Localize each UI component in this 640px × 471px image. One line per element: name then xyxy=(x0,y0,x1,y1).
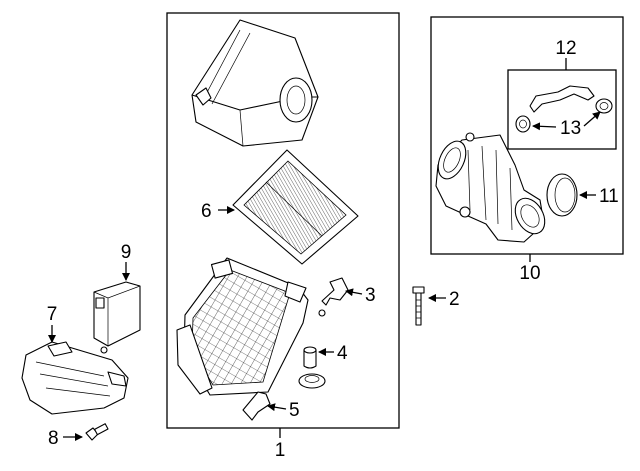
callout-10: 10 xyxy=(519,263,540,284)
callout-3: 3 xyxy=(365,285,376,306)
leader-13b xyxy=(583,111,601,127)
bracket-3 xyxy=(321,277,349,306)
clamps-13 xyxy=(515,98,613,133)
sleeve-4 xyxy=(298,346,326,389)
sensor-9 xyxy=(93,281,141,354)
filter-element xyxy=(232,149,359,265)
callout-5: 5 xyxy=(289,400,300,421)
leader-5 xyxy=(267,403,287,412)
callout-11: 11 xyxy=(599,186,619,207)
resonator-7 xyxy=(21,341,129,415)
assembly-1-frame xyxy=(166,12,400,429)
leader-13a xyxy=(532,122,557,131)
bolt-2 xyxy=(412,286,425,326)
callout-9: 9 xyxy=(121,242,132,263)
callout-2: 2 xyxy=(449,289,460,310)
assembly-10-frame xyxy=(430,16,624,255)
hose-12 xyxy=(529,85,595,113)
lower-housing xyxy=(176,257,326,396)
callout-1: 1 xyxy=(275,440,286,461)
callout-13: 13 xyxy=(560,118,581,139)
leader-3 xyxy=(345,288,363,297)
callout-4: 4 xyxy=(337,343,348,364)
assembly-12-frame xyxy=(507,69,617,150)
callout-6: 6 xyxy=(201,201,212,222)
bolt-8 xyxy=(85,423,109,441)
callout-7: 7 xyxy=(47,304,58,325)
ring-11 xyxy=(546,173,578,217)
upper-cover xyxy=(191,19,319,147)
inlet-duct-10 xyxy=(435,132,546,243)
callout-12: 12 xyxy=(555,38,576,59)
callout-8: 8 xyxy=(48,428,59,449)
bracket-5 xyxy=(242,391,271,421)
